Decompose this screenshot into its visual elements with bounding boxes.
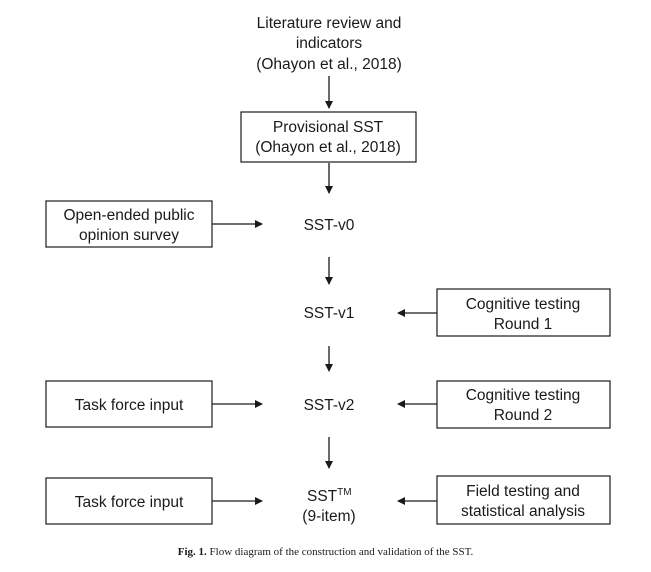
cognitive-testing-round2-box bbox=[436, 380, 611, 429]
sst-v0-label: SST-v0 bbox=[304, 217, 355, 234]
figure-caption: Fig. 1. Flow diagram of the construction… bbox=[0, 546, 651, 558]
field-testing-node: Field testing and statistical analysis bbox=[436, 475, 611, 525]
cognitive-r2-line-1: Cognitive testing bbox=[466, 387, 581, 404]
cognitive-testing-round1-node: Cognitive testing Round 1 bbox=[436, 288, 611, 337]
sst-final-subtitle: (9-item) bbox=[302, 508, 355, 525]
provisional-line-2: (Ohayon et al., 2018) bbox=[255, 139, 401, 156]
literature-line-3: (Ohayon et al., 2018) bbox=[256, 56, 402, 73]
cognitive-testing-round2-node: Cognitive testing Round 2 bbox=[436, 380, 611, 429]
sst-v1-label: SST-v1 bbox=[304, 305, 355, 322]
literature-line-1: Literature review and bbox=[257, 15, 402, 32]
cognitive-r1-line-2: Round 1 bbox=[494, 316, 553, 333]
sst-final-title: SSTTM bbox=[307, 487, 352, 505]
provisional-line-1: Provisional SST bbox=[273, 119, 384, 136]
sst-final-trademark: TM bbox=[337, 487, 351, 498]
cognitive-r1-line-1: Cognitive testing bbox=[466, 296, 581, 313]
open-ended-line-1: Open-ended public bbox=[64, 207, 195, 224]
task-force-1-label: Task force input bbox=[75, 397, 184, 414]
provisional-sst-box bbox=[240, 111, 417, 163]
sst-final-main: SST bbox=[307, 488, 338, 505]
cognitive-r2-line-2: Round 2 bbox=[494, 407, 553, 424]
literature-review-node: Literature review and indicators (Ohayon… bbox=[256, 15, 402, 73]
task-force-input-box-1 bbox=[45, 380, 213, 428]
figure-caption-text: Flow diagram of the construction and val… bbox=[206, 546, 474, 558]
literature-line-2: indicators bbox=[296, 35, 363, 52]
figure-caption-label: Fig. 1. bbox=[177, 546, 207, 558]
task-force-input-box-2 bbox=[45, 477, 213, 525]
task-force-input-node-1: Task force input bbox=[45, 380, 213, 428]
open-ended-line-2: opinion survey bbox=[79, 227, 179, 244]
field-testing-box bbox=[436, 475, 611, 525]
field-testing-line-1: Field testing and bbox=[466, 483, 580, 500]
sst-final-node: SSTTM (9-item) bbox=[302, 487, 355, 525]
sst-v2-label: SST-v2 bbox=[304, 397, 355, 414]
task-force-2-label: Task force input bbox=[75, 494, 184, 511]
open-ended-survey-box bbox=[45, 200, 213, 248]
task-force-input-node-2: Task force input bbox=[45, 477, 213, 525]
provisional-sst-node: Provisional SST (Ohayon et al., 2018) bbox=[240, 111, 417, 163]
cognitive-testing-round1-box bbox=[436, 288, 611, 337]
field-testing-line-2: statistical analysis bbox=[461, 503, 585, 520]
open-ended-survey-node: Open-ended public opinion survey bbox=[45, 200, 213, 248]
